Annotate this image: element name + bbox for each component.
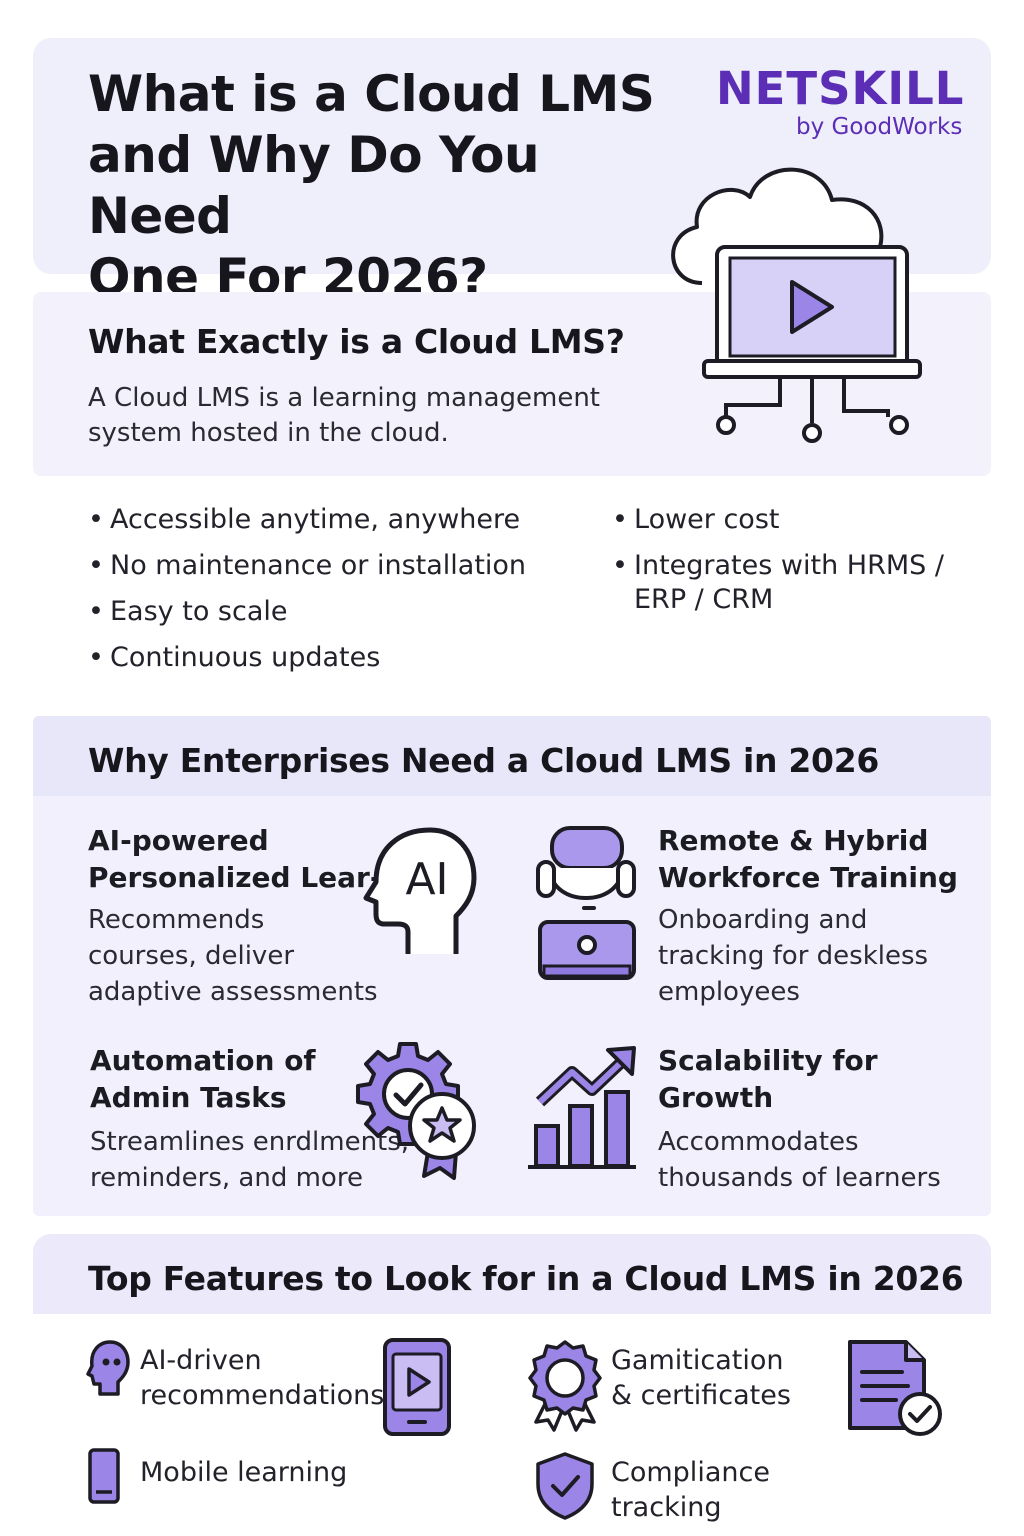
- why-item-desc-line: courses, deliver: [88, 941, 295, 971]
- features-heading-band: [33, 1234, 991, 1314]
- brand-logo: NETSKILL: [716, 62, 965, 115]
- list-item: No maintenance or installation: [88, 549, 548, 583]
- why-item-desc: Onboarding and tracking for deskless emp…: [658, 902, 978, 1010]
- page-title-line: and Why Do You Need: [88, 126, 540, 245]
- remote-worker-icon: [536, 826, 636, 980]
- gear-badge-icon: [356, 1042, 476, 1180]
- mobile-video-icon: [383, 1338, 451, 1436]
- feature-label-line: Mobile learning: [140, 1457, 348, 1488]
- list-item-continuation: ERP / CRM: [634, 584, 774, 615]
- feature-ai-driven: AI-driven recommendations: [140, 1343, 384, 1413]
- why-item-title: Automation of Admin Tasks: [90, 1042, 420, 1116]
- ai-head-small-icon: [86, 1340, 130, 1396]
- feature-compliance: Compliance tracking: [611, 1455, 770, 1525]
- brand-tagline: by GoodWorks: [796, 114, 963, 140]
- cloud-laptop-icon: [671, 167, 922, 443]
- why-item-ai: AI-powered Personalized Lear- Recommends…: [88, 822, 388, 1010]
- features-heading: Top Features to Look for in a Cloud LMS …: [88, 1259, 964, 1298]
- why-item-title: Scalability for Growth: [658, 1042, 978, 1116]
- why-item-title-line: Scalability for: [658, 1044, 878, 1077]
- why-section-panel: [33, 716, 991, 1216]
- why-item-title-line: AI-powered: [88, 824, 269, 857]
- intro-description-line: system hosted in the cloud.: [88, 418, 449, 448]
- ai-icon-text: AI: [405, 854, 448, 905]
- list-item: Accessible anytime, anywhere: [88, 503, 548, 537]
- list-item: Continuous updates: [88, 641, 548, 675]
- why-item-desc: Accommodates thousands of learners: [658, 1124, 978, 1196]
- why-item-title-line: Automation of: [90, 1044, 316, 1077]
- why-item-title: AI-powered Personalized Lear-: [88, 822, 388, 896]
- why-item-desc-line: adaptive assessments: [88, 977, 378, 1007]
- list-item: Integrates with HRMS /: [612, 549, 972, 583]
- feature-label-line: recommendations: [140, 1380, 385, 1411]
- ai-head-icon: AI: [363, 827, 477, 954]
- why-heading: Why Enterprises Need a Cloud LMS in 2026: [88, 741, 880, 780]
- list-item: Easy to scale: [88, 595, 548, 629]
- medal-icon: [528, 1340, 602, 1432]
- intro-description-line: A Cloud LMS is a learning management: [88, 383, 601, 413]
- feature-gamification: Gamitication & certificates: [611, 1343, 791, 1413]
- why-item-desc-line: Streamlines enrdlments,: [90, 1127, 410, 1157]
- list-item: Lower cost: [612, 503, 972, 537]
- shield-check-icon: [536, 1452, 594, 1520]
- why-item-title-line: Workforce Training: [658, 861, 958, 894]
- why-item-desc-line: employees: [658, 977, 800, 1007]
- benefits-list-left: Accessible anytime, anywhere No maintena…: [88, 503, 548, 687]
- benefits-list-right: Lower cost Integrates with HRMS /: [612, 503, 972, 583]
- why-item-desc-line: Onboarding and: [658, 905, 868, 935]
- why-heading-band: [33, 716, 991, 796]
- feature-label-line: & certificates: [611, 1380, 791, 1411]
- intro-heading: What Exactly is a Cloud LMS?: [88, 322, 625, 361]
- why-item-desc-line: tracking for deskless: [658, 941, 929, 971]
- feature-label-line: tracking: [611, 1492, 722, 1523]
- why-item-title-line: Remote & Hybrid: [658, 824, 929, 857]
- why-item-title: Remote & Hybrid Workforce Training: [658, 822, 978, 896]
- growth-chart-icon: [528, 1046, 636, 1169]
- feature-label-line: Gamitication: [611, 1345, 784, 1376]
- why-item-title-line: Admin Tasks: [90, 1081, 287, 1114]
- why-item-desc: Recommends courses, deliver adaptive ass…: [88, 902, 388, 1010]
- why-item-title-line: Personalized Lear-: [88, 861, 382, 894]
- mobile-small-icon: [88, 1448, 120, 1504]
- feature-label-line: Compliance: [611, 1457, 770, 1488]
- page-title: What is a Cloud LMS and Why Do You Need …: [88, 64, 668, 308]
- why-item-desc-line: Recommends: [88, 905, 265, 935]
- why-item-remote: Remote & Hybrid Workforce Training Onboa…: [658, 822, 978, 1010]
- why-item-desc-line: reminders, and more: [90, 1163, 363, 1193]
- why-item-scalability: Scalability for Growth Accommodates thou…: [658, 1042, 978, 1196]
- why-item-desc: Streamlines enrdlments, reminders, and m…: [90, 1124, 420, 1196]
- page-title-line: What is a Cloud LMS: [88, 65, 655, 123]
- why-item-title-line: Growth: [658, 1081, 774, 1114]
- why-item-automation: Automation of Admin Tasks Streamlines en…: [90, 1042, 420, 1196]
- feature-mobile-learning: Mobile learning: [140, 1455, 347, 1490]
- list-item-text: Integrates with HRMS /: [634, 550, 944, 581]
- why-item-desc-line: thousands of learners: [658, 1163, 941, 1193]
- document-check-icon: [848, 1340, 942, 1436]
- why-item-desc-line: Accommodates: [658, 1127, 859, 1157]
- intro-description: A Cloud LMS is a learning management sys…: [88, 381, 600, 451]
- feature-label-line: AI-driven: [140, 1345, 262, 1376]
